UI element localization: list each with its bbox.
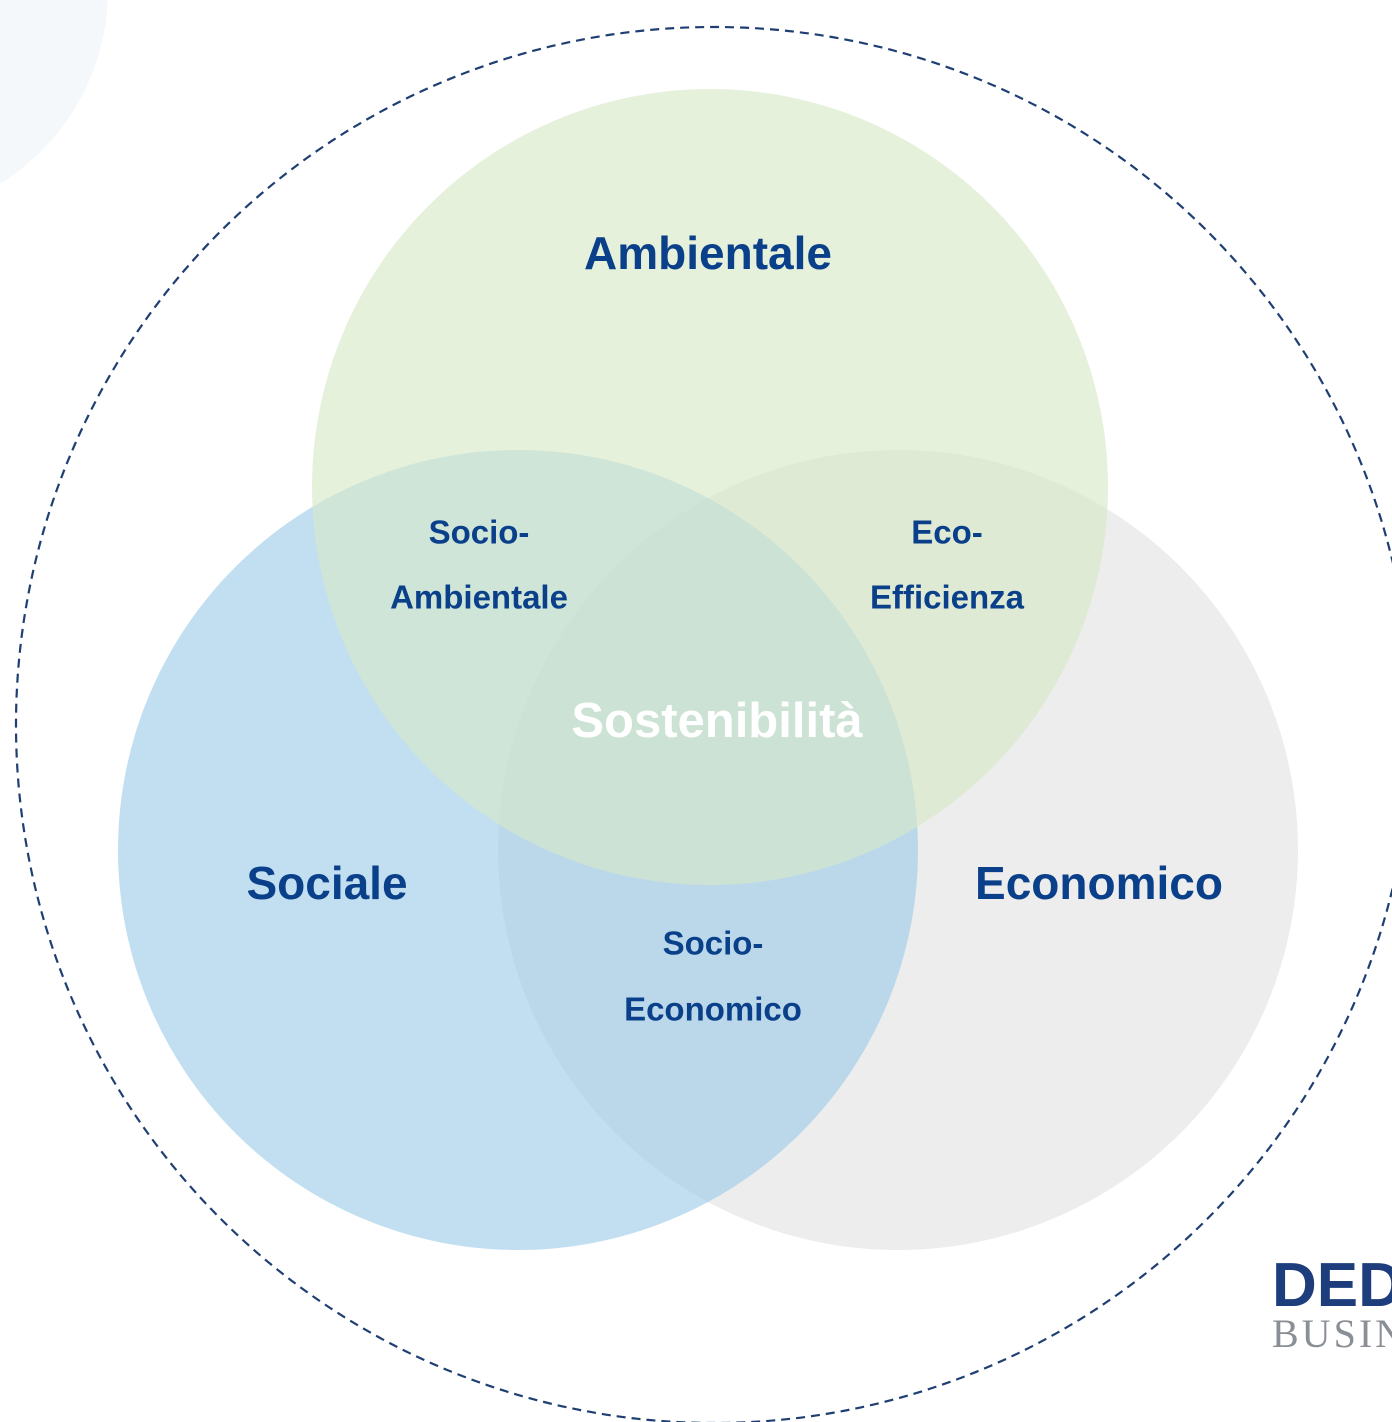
label-eco-efficienza-line2: Efficienza [870,579,1025,616]
company-logo: DED BUSINE [1272,1251,1392,1356]
label-economico: Economico [975,857,1223,909]
label-eco-efficienza-line1: Eco- [911,514,983,551]
label-sostenibilita: Sostenibilità [571,694,863,748]
logo-text: DED [1272,1251,1392,1320]
corner-decoration [0,0,108,184]
label-socio-ambientale-line2: Ambientale [390,579,568,616]
logo-subtext: BUSINE [1272,1311,1392,1356]
label-socio-economico-line2: Economico [624,991,802,1028]
label-sociale: Sociale [246,857,407,909]
label-socio-ambientale-line1: Socio- [429,514,530,551]
circle-ambientale [312,89,1108,885]
label-ambientale: Ambientale [584,227,832,279]
label-socio-economico-line1: Socio- [663,925,764,962]
boundary-circle [15,26,1392,1422]
